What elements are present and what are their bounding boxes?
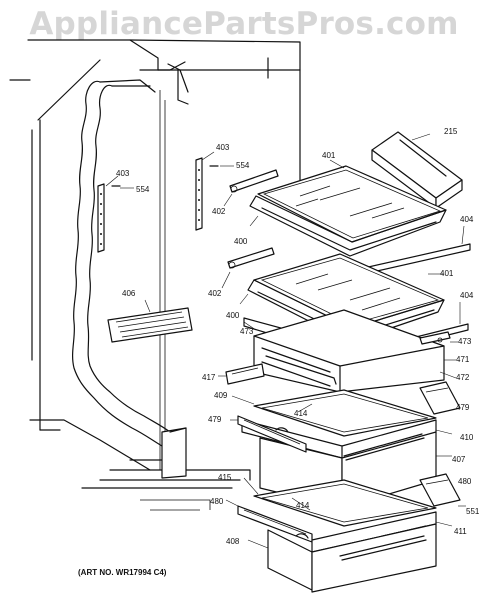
upper-shelf [223,159,471,275]
callout-403-right: 403 [216,143,230,152]
watermark: AppliancePartsPros.com [29,6,459,42]
callout-473-right: 473 [458,337,472,346]
callout-402-upper: 402 [212,207,226,216]
slide-rails-lower [230,415,461,507]
callout-409: 409 [214,391,228,400]
callout-410: 410 [460,433,474,442]
callout-402-middle: 402 [208,289,222,298]
shelf-bracket-right [195,151,234,231]
callout-415: 415 [218,473,232,482]
callout-215: 215 [444,127,458,136]
callout-417: 417 [202,373,216,382]
slide-rails-upper [218,363,461,415]
light-shield [107,299,193,343]
callout-404-middle: 404 [460,291,474,300]
callout-407: 407 [452,455,466,464]
lower-crisper-drawer [225,477,466,593]
callout-400-upper: 400 [234,237,248,246]
cabinet-outline [9,39,301,511]
callout-479-right: 479 [456,403,470,412]
callout-404-upper: 404 [460,215,474,224]
callout-406: 406 [122,289,136,298]
callout-401-upper: 401 [322,151,336,160]
art-number: (ART NO. WR17994 C4) [78,568,167,577]
callout-414-lower: 414 [296,501,310,510]
callout-480-left: 480 [210,497,224,506]
callout-479-left: 479 [208,415,222,424]
callout-408: 408 [226,537,240,546]
callout-471: 471 [456,355,470,364]
callout-472: 472 [456,373,470,382]
callout-414-upper: 414 [294,409,308,418]
crisper-cover [243,309,458,393]
callout-400-middle: 400 [226,311,240,320]
door-bin [371,131,463,209]
callout-551: 551 [466,507,480,516]
callout-554-right: 554 [236,161,250,170]
callout-473-left: 473 [240,327,254,336]
shelf-bracket-left [97,175,134,253]
callout-401-middle: 401 [440,269,454,278]
door-gasket [71,79,187,479]
callout-411: 411 [454,527,467,536]
callout-403-left: 403 [116,169,130,178]
callout-554-left: 554 [136,185,150,194]
callout-480-right: 480 [458,477,472,486]
callout-labels: 215 401 403 554 403 554 402 404 400 401 … [116,127,480,546]
